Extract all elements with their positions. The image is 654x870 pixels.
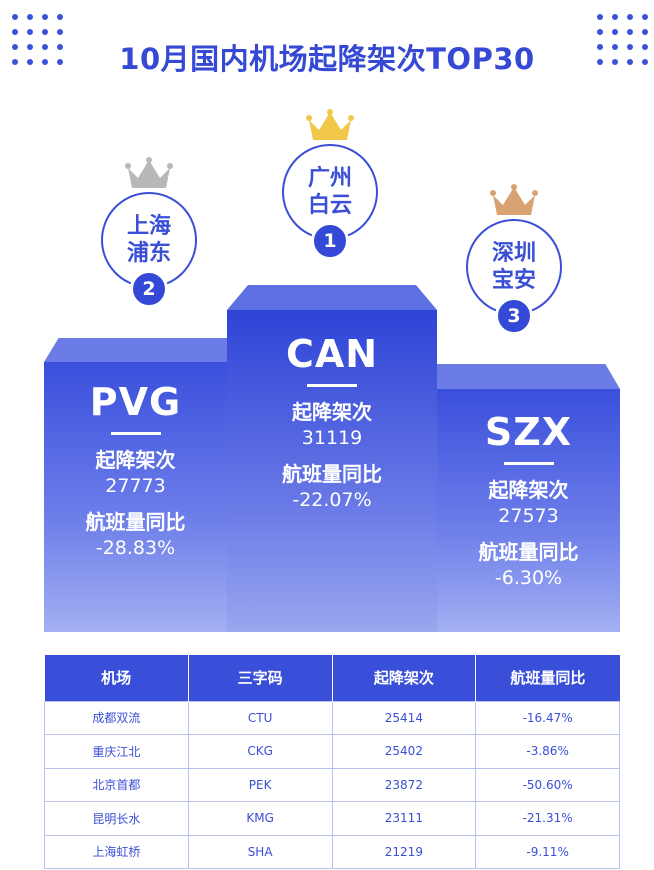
table-row: 重庆江北 CKG 25402 -3.86% — [44, 734, 620, 769]
table-row: 昆明长水 KMG 23111 -21.31% — [44, 801, 620, 836]
table-header-row: 机场 三字码 起降架次 航班量同比 — [44, 655, 620, 701]
column-header-airport: 机场 — [44, 655, 189, 701]
silver-crown-icon — [125, 157, 173, 188]
yoy-value: -22.07% — [292, 489, 372, 511]
table-row: 上海虹桥 SHA 21219 -9.11% — [44, 834, 620, 869]
airport-code: PVG — [89, 380, 182, 424]
airport-city-line2: 浦东 — [126, 241, 171, 266]
rank-number: 1 — [311, 222, 349, 260]
divider — [307, 384, 357, 387]
podium-content-2: PVG 起降架次 27773 航班量同比 -28.83% — [44, 380, 227, 571]
rank-number: 3 — [495, 297, 533, 335]
cell-airport: 重庆江北 — [44, 734, 189, 769]
podium-block-1 — [227, 310, 437, 632]
podium-top-2 — [44, 338, 227, 362]
movements-label: 起降架次 — [292, 400, 372, 424]
cell-code: CTU — [187, 700, 333, 735]
podium-block-3 — [437, 389, 620, 632]
cell-movements: 23111 — [331, 801, 477, 836]
yoy-label: 航班量同比 — [282, 462, 382, 486]
cell-movements: 23872 — [331, 767, 477, 802]
cell-code: CKG — [187, 734, 333, 769]
cell-airport: 成都双流 — [44, 700, 189, 735]
decorative-dots-left — [12, 14, 63, 65]
decorative-dots-right — [597, 14, 648, 65]
movements-value: 27773 — [105, 475, 166, 497]
airport-city-line1: 深圳 — [491, 241, 536, 266]
airport-city-line2: 宝安 — [491, 268, 536, 293]
movements-label: 起降架次 — [488, 478, 569, 502]
podium-top-3 — [437, 364, 620, 389]
cell-yoy: -21.31% — [475, 801, 620, 836]
airport-code: SZX — [484, 410, 573, 454]
podium-content-1: CAN 起降架次 31119 航班量同比 -22.07% — [227, 332, 437, 523]
yoy-label: 航班量同比 — [478, 540, 579, 564]
gold-crown-icon — [306, 109, 354, 140]
column-header-movements: 起降架次 — [332, 655, 477, 701]
column-header-yoy: 航班量同比 — [475, 655, 620, 701]
column-header-code: 三字码 — [188, 655, 333, 701]
table-row: 北京首都 PEK 23872 -50.60% — [44, 767, 620, 802]
movements-value: 27573 — [498, 505, 559, 527]
cell-code: KMG — [187, 801, 333, 836]
divider — [110, 432, 161, 435]
movements-value: 31119 — [301, 427, 363, 449]
page-title: 10月国内机场起降架次TOP30 — [119, 42, 535, 76]
airport-city-line2: 白云 — [307, 193, 352, 218]
podium-content-3: SZX 起降架次 27573 航班量同比 -6.30% — [437, 410, 620, 601]
cell-code: PEK — [187, 767, 333, 802]
cell-airport: 昆明长水 — [44, 801, 189, 836]
ranking-table: 机场 三字码 起降架次 航班量同比 成都双流 CTU 25414 -16.47%… — [44, 655, 620, 869]
cell-yoy: -9.11% — [475, 834, 620, 869]
cell-movements: 21219 — [331, 834, 477, 869]
airport-code: CAN — [285, 332, 379, 376]
cell-yoy: -50.60% — [475, 767, 620, 802]
podium-block-2 — [44, 362, 227, 632]
divider — [503, 462, 554, 465]
rank-number: 2 — [130, 270, 168, 308]
airport-city-line1: 上海 — [126, 214, 171, 239]
cell-movements: 25402 — [331, 734, 477, 769]
yoy-value: -6.30% — [494, 567, 563, 589]
cell-airport: 北京首都 — [44, 767, 189, 802]
podium-top-1 — [227, 285, 437, 310]
yoy-label: 航班量同比 — [85, 510, 186, 534]
cell-airport: 上海虹桥 — [44, 834, 189, 869]
cell-yoy: -3.86% — [475, 734, 620, 769]
yoy-value: -28.83% — [95, 537, 176, 559]
cell-movements: 25414 — [331, 700, 477, 735]
movements-label: 起降架次 — [95, 448, 176, 472]
table-row: 成都双流 CTU 25414 -16.47% — [44, 700, 620, 735]
cell-code: SHA — [187, 834, 333, 869]
bronze-crown-icon — [490, 184, 538, 215]
airport-city-line1: 广州 — [307, 166, 352, 191]
cell-yoy: -16.47% — [475, 700, 620, 735]
